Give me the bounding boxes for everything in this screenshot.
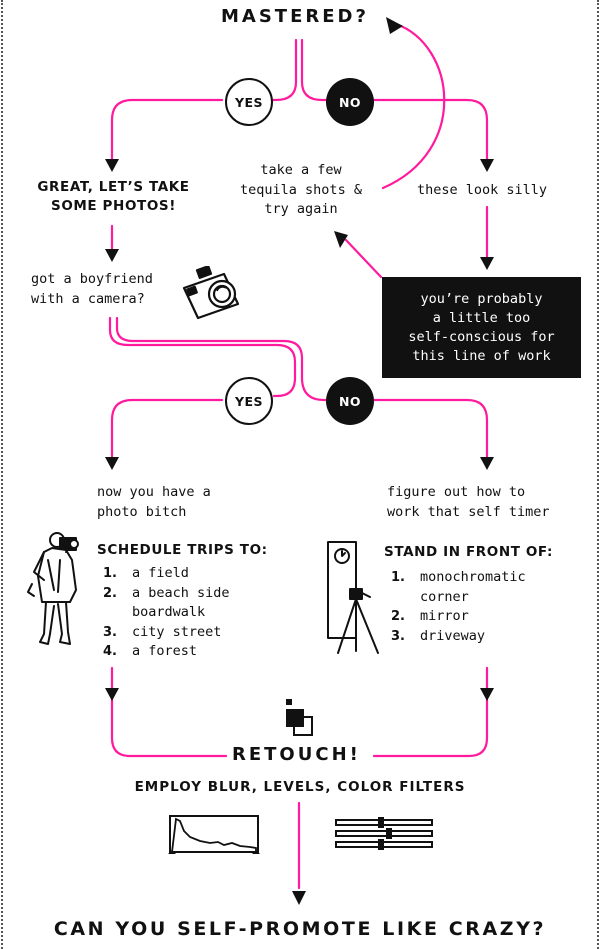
node-self-conscious-box: you’re probably a little too self-consci… xyxy=(382,277,581,378)
arrowheads xyxy=(105,17,494,905)
retouch-detail: EMPLOY BLUR, LEVELS, COLOR FILTERS xyxy=(134,779,466,795)
schedule-heading: SCHEDULE TRIPS TO: xyxy=(97,542,268,558)
arrowhead-tequila xyxy=(334,231,348,248)
yes-circle-2: YES xyxy=(225,377,273,425)
layers-icon xyxy=(286,699,313,736)
stand-heading: STAND IN FRONT OF: xyxy=(384,544,554,560)
arrowhead-silly xyxy=(480,159,494,172)
node-great-photos: GREAT, LET’S TAKE SOME PHOTOS! xyxy=(37,179,190,214)
arrowhead-timer xyxy=(480,457,494,470)
connector-no2-to-timer xyxy=(370,398,489,460)
schedule-item-num: 1. xyxy=(103,566,117,581)
node-final-question: CAN YOU SELF-PROMOTE LIKE CRAZY? xyxy=(53,918,547,940)
stand-item: 3. driveway xyxy=(389,627,589,647)
connector-left-bottom xyxy=(110,698,228,758)
stand-item-text: driveway xyxy=(420,627,486,644)
connector-boyfriend-to-yes xyxy=(108,316,297,398)
arrowhead-photo xyxy=(105,457,119,470)
connector-tequila-to-mastered xyxy=(381,22,446,190)
schedule-item: 4. a forest xyxy=(101,642,291,662)
schedule-item: 3. city street xyxy=(101,623,291,643)
stand-item-num: 3. xyxy=(391,628,405,644)
tripod-self-timer-icon xyxy=(327,541,379,654)
node-mastered: MASTERED? xyxy=(221,6,369,27)
schedule-item-num: 4. xyxy=(103,644,117,659)
node-boyfriend-camera: got a boyfriend with a camera? xyxy=(31,271,153,307)
histogram-levels-icon xyxy=(168,815,260,854)
arrowhead-box xyxy=(480,257,494,270)
yes-circle-1: YES xyxy=(225,78,273,126)
stand-item-text: monochromatic corner xyxy=(420,569,526,605)
stand-list: 1. monochromatic corner 2. mirror 3. drivew… xyxy=(389,568,589,646)
connector-mastered-to-yes xyxy=(234,38,298,102)
connector-yes-to-great xyxy=(110,98,224,162)
no-circle-1: NO xyxy=(326,78,374,126)
schedule-item-num: 3. xyxy=(103,624,117,640)
arrowhead-boyfriend xyxy=(105,249,119,262)
connector-box-to-tequila xyxy=(344,238,383,279)
sliders-icon xyxy=(335,817,433,850)
node-photo-bitch: now you have a photo bitch xyxy=(97,484,211,520)
stand-item-text: mirror xyxy=(420,608,469,624)
arrowhead-final xyxy=(292,891,306,905)
connector-boyfriend-to-no xyxy=(115,316,328,402)
photographer-icon xyxy=(27,532,79,645)
arrowhead-great xyxy=(105,159,119,172)
connector-right-bottom xyxy=(372,698,489,758)
schedule-item-text: a forest xyxy=(132,643,198,659)
schedule-item-text: a beach side boardwalk xyxy=(132,584,230,621)
node-tequila: take a few tequila shots & try again xyxy=(240,162,362,217)
stand-item: 1. monochromatic corner xyxy=(389,568,589,607)
schedule-item: 1. a field xyxy=(101,564,291,584)
schedule-item-text: a field xyxy=(132,565,189,581)
camera-icon xyxy=(182,266,240,320)
schedule-list: 1. a field 2. a beach side boardwalk 3. cit… xyxy=(101,564,291,662)
connector-mastered-to-no xyxy=(300,38,328,102)
no-circle-2: NO xyxy=(326,377,374,425)
node-self-timer: figure out how to work that self timer xyxy=(387,484,550,520)
stand-item-num: 1. xyxy=(391,570,405,585)
stand-item: 2. mirror xyxy=(389,607,589,627)
connector-yes2-to-photo xyxy=(110,398,224,460)
arrowhead-left-retouch xyxy=(105,688,119,701)
node-look-silly: these look silly xyxy=(417,182,548,198)
schedule-item: 2. a beach side boardwalk xyxy=(101,584,291,623)
connector-no-to-silly xyxy=(370,98,489,162)
arrowhead-mastered xyxy=(386,17,403,34)
stand-item-num: 2. xyxy=(391,609,405,624)
self-conscious-text: you’re probably a little too self-consci… xyxy=(408,290,555,364)
schedule-item-text: city street xyxy=(132,623,222,640)
node-retouch: RETOUCH! xyxy=(232,744,361,765)
schedule-item-num: 2. xyxy=(103,585,117,601)
arrowhead-right-retouch xyxy=(480,688,494,701)
